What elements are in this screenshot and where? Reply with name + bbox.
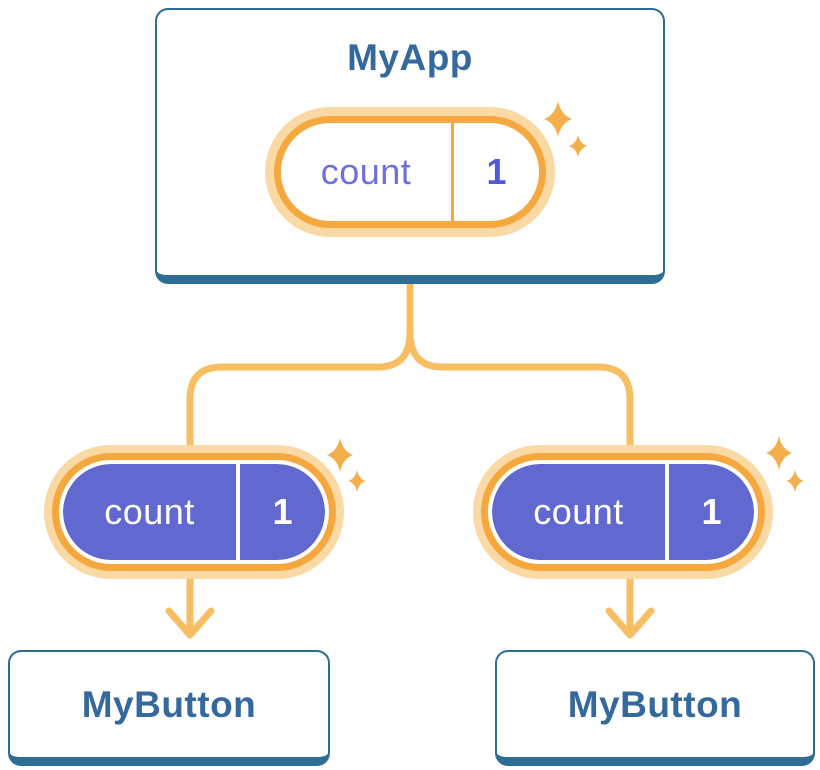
myapp-card: MyApp count 1 [155, 8, 665, 284]
pill-divider [236, 464, 240, 560]
state-label: count [533, 491, 624, 532]
state-pill-left: count 1 [59, 460, 329, 564]
pill-divider [451, 123, 454, 221]
pill-divider [665, 464, 669, 560]
state-value: 1 [486, 151, 507, 192]
state-pill-right: count 1 [488, 460, 758, 564]
component-title: MyButton [81, 683, 257, 725]
branch-left-line [186, 280, 414, 466]
state-label: count [104, 491, 195, 532]
sparkles-icon [327, 438, 366, 492]
state-pill-root: count 1 [274, 116, 546, 228]
mybutton-card-right: MyButton [495, 650, 815, 766]
sparkles-icon [766, 436, 804, 492]
component-title: MyApp [347, 37, 473, 78]
mybutton-card-left: MyButton [8, 650, 330, 766]
state-label: count [320, 151, 412, 192]
arrow-down-icon [165, 568, 215, 639]
arrow-down-icon [605, 568, 655, 639]
state-value: 1 [272, 491, 293, 532]
component-title: MyButton [567, 683, 743, 725]
state-value: 1 [701, 491, 722, 532]
branch-right-line [406, 280, 634, 466]
